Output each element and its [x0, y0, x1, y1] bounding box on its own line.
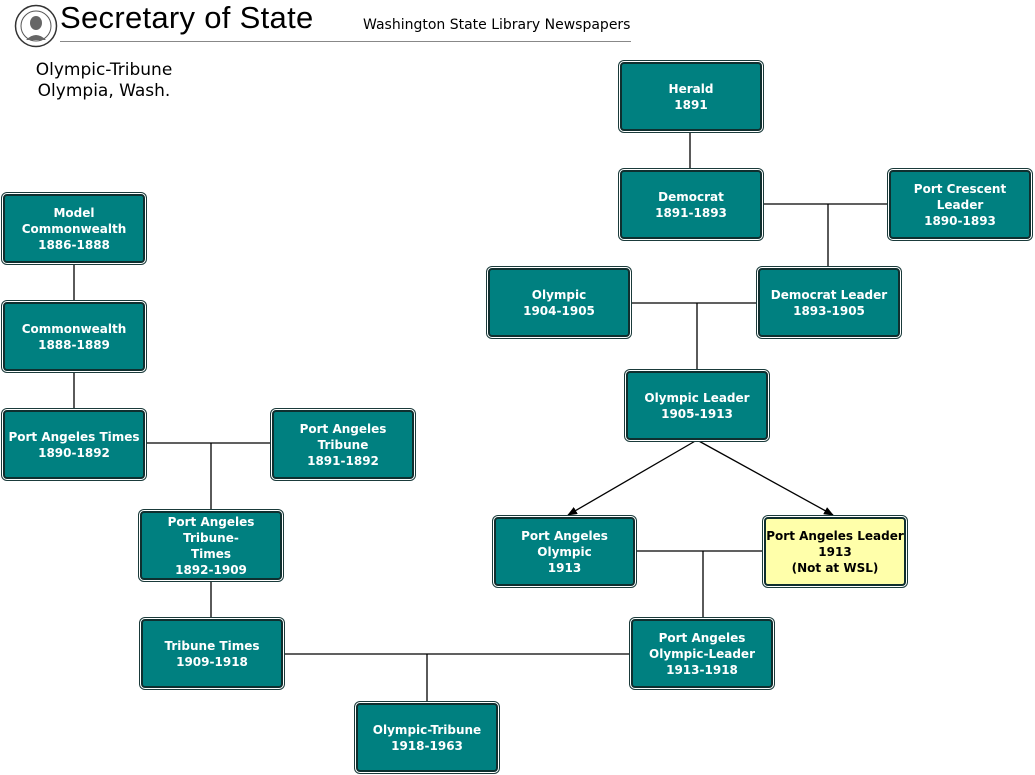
node-democrat: Democrat 1891-1893 — [620, 170, 762, 239]
node-port-angeles-olympic-leader: Port Angeles Olympic-Leader 1913-1918 — [631, 619, 773, 688]
node-port-angeles-tribune-times: Port Angeles Tribune- Times 1892-1909 — [140, 511, 282, 580]
header-divider — [60, 41, 631, 42]
node-port-angeles-olympic: Port Angeles Olympic 1913 — [494, 517, 635, 586]
arrow-to-port-angeles-leader — [696, 439, 834, 516]
subject-place: Olympia, Wash. — [37, 81, 171, 101]
node-commonwealth: Commonwealth 1888-1889 — [3, 302, 145, 371]
arrow-to-port-angeles-olympic — [567, 439, 698, 516]
page-title: Secretary of State — [60, 0, 314, 35]
node-olympic-tribune: Olympic-Tribune 1918-1963 — [356, 703, 498, 772]
node-port-angeles-leader: Port Angeles Leader 1913 (Not at WSL) — [764, 517, 906, 586]
node-democrat-leader: Democrat Leader 1893-1905 — [758, 268, 900, 337]
node-port-angeles-tribune: Port Angeles Tribune 1891-1892 — [272, 410, 414, 479]
subject-heading: Olympic-Tribune Olympia, Wash. — [10, 60, 198, 102]
washington-state-seal-icon — [14, 4, 58, 48]
node-model-commonwealth: Model Commonwealth 1886-1888 — [3, 194, 145, 263]
node-port-angeles-times: Port Angeles Times 1890-1892 — [3, 410, 145, 479]
node-olympic-leader: Olympic Leader 1905-1913 — [626, 371, 768, 440]
page-subtitle: Washington State Library Newspapers — [363, 17, 631, 33]
node-tribune-times: Tribune Times 1909-1918 — [141, 619, 283, 688]
node-port-crescent-leader: Port Crescent Leader 1890-1893 — [889, 170, 1031, 239]
subject-title: Olympic-Tribune — [35, 60, 173, 80]
node-herald: Herald 1891 — [620, 62, 762, 131]
node-olympic: Olympic 1904-1905 — [488, 268, 630, 337]
